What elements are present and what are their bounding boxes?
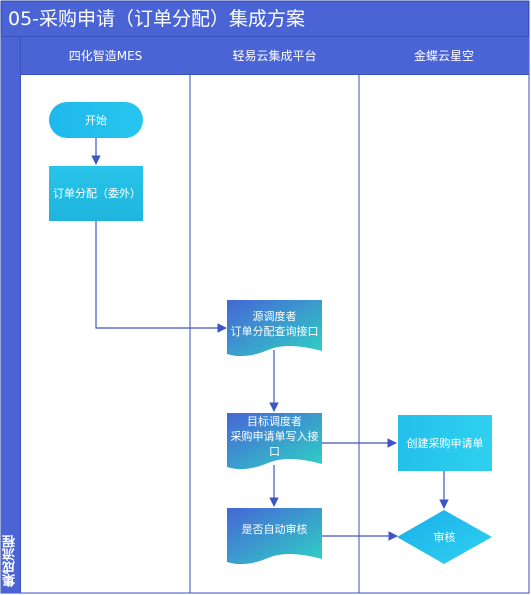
auto-node-label: 是否自动审核 xyxy=(241,522,308,536)
lane-header-qeasy: 轻易云集成平台 xyxy=(190,37,359,75)
source-node-label: 源调度者 订单分配查询接口 xyxy=(230,309,319,338)
target-node-shape xyxy=(227,413,322,470)
lane-header-mes: 四化智造MES xyxy=(21,37,190,75)
sidebar-label: 集成流程 xyxy=(3,535,18,587)
start-node-shape xyxy=(49,102,143,138)
page-title: 05-采购申请（订单分配）集成方案 xyxy=(1,1,529,37)
assign-node-shape xyxy=(49,166,143,221)
sidebar: 集成流程 xyxy=(1,37,21,593)
create-node-label: 创建采购申请单 xyxy=(406,436,484,450)
create-node-shape xyxy=(398,415,492,471)
review-node-label: 审核 xyxy=(433,530,456,544)
lane-header-kingdee: 金蝶云星空 xyxy=(359,37,529,75)
auto-node-shape xyxy=(227,508,322,565)
source-node-shape xyxy=(227,300,322,357)
connector-assign-to-source xyxy=(95,221,227,333)
start-node-label: 开始 xyxy=(85,113,107,127)
target-node-label: 目标调度者 采购申请单写入接口 xyxy=(230,415,319,458)
assign-node-label: 订单分配（委外） xyxy=(53,187,141,200)
review-node-shape xyxy=(397,510,492,564)
